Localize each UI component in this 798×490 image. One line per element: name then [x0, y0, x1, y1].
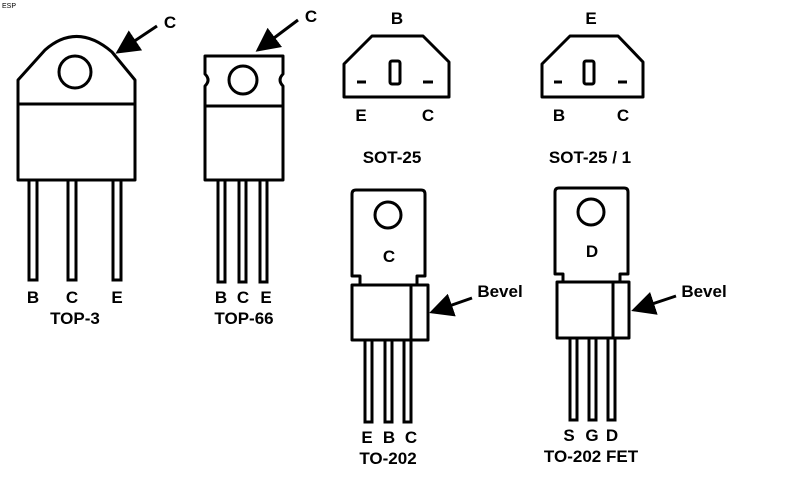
package-name: SOT-25 — [363, 148, 422, 167]
package-name: SOT-25 / 1 — [549, 148, 631, 167]
pin-label: B — [391, 9, 403, 28]
pin-label: B — [383, 428, 395, 447]
package-sot25: B E C SOT-25 — [342, 9, 451, 167]
pin-label: D — [606, 426, 618, 445]
mounting-hole — [57, 54, 93, 90]
package-name: TO-202 — [359, 449, 416, 468]
pin-label: B — [553, 106, 565, 125]
mounting-hole — [576, 197, 606, 227]
pin-label: G — [585, 426, 598, 445]
pin-label: E — [585, 9, 596, 28]
package-to202-fet: D Bevel S G D TO-202 FET — [544, 186, 727, 466]
pin-label: C — [422, 106, 434, 125]
pin-label: C — [405, 428, 417, 447]
package-top3: C B C E TOP-3 — [16, 13, 176, 328]
tab-arrow — [255, 18, 299, 52]
pin-label: E — [111, 288, 122, 307]
pin-label: B — [215, 288, 227, 307]
bevel-label: Bevel — [477, 282, 522, 301]
mounting-hole — [227, 64, 259, 96]
pin-label: S — [563, 426, 574, 445]
mounting-hole — [373, 200, 403, 230]
tab-label: C — [305, 7, 317, 26]
pin-label: C — [617, 106, 629, 125]
package-name: TO-202 FET — [544, 447, 639, 466]
bevel-arrow — [631, 291, 677, 315]
package-to202: C Bevel E B C TO-202 — [350, 188, 523, 468]
tab-label: C — [164, 13, 176, 32]
package-sot25-1: E B C SOT-25 / 1 — [540, 9, 645, 167]
package-top66: C B C E TOP-66 — [203, 7, 317, 328]
tab-label: D — [586, 242, 598, 261]
esp-watermark: ESP — [2, 3, 16, 10]
package-name: TOP-3 — [50, 309, 100, 328]
tab-arrow — [115, 24, 158, 54]
package-name: TOP-66 — [214, 309, 273, 328]
pin-label: E — [355, 106, 366, 125]
bevel-label: Bevel — [681, 282, 726, 301]
pin-label: B — [27, 288, 39, 307]
pin-label: E — [361, 428, 372, 447]
tab-label: C — [383, 247, 395, 266]
pin-label: C — [237, 288, 249, 307]
bevel-arrow — [429, 293, 473, 317]
pin-label: C — [66, 288, 78, 307]
pin-label: E — [260, 288, 271, 307]
